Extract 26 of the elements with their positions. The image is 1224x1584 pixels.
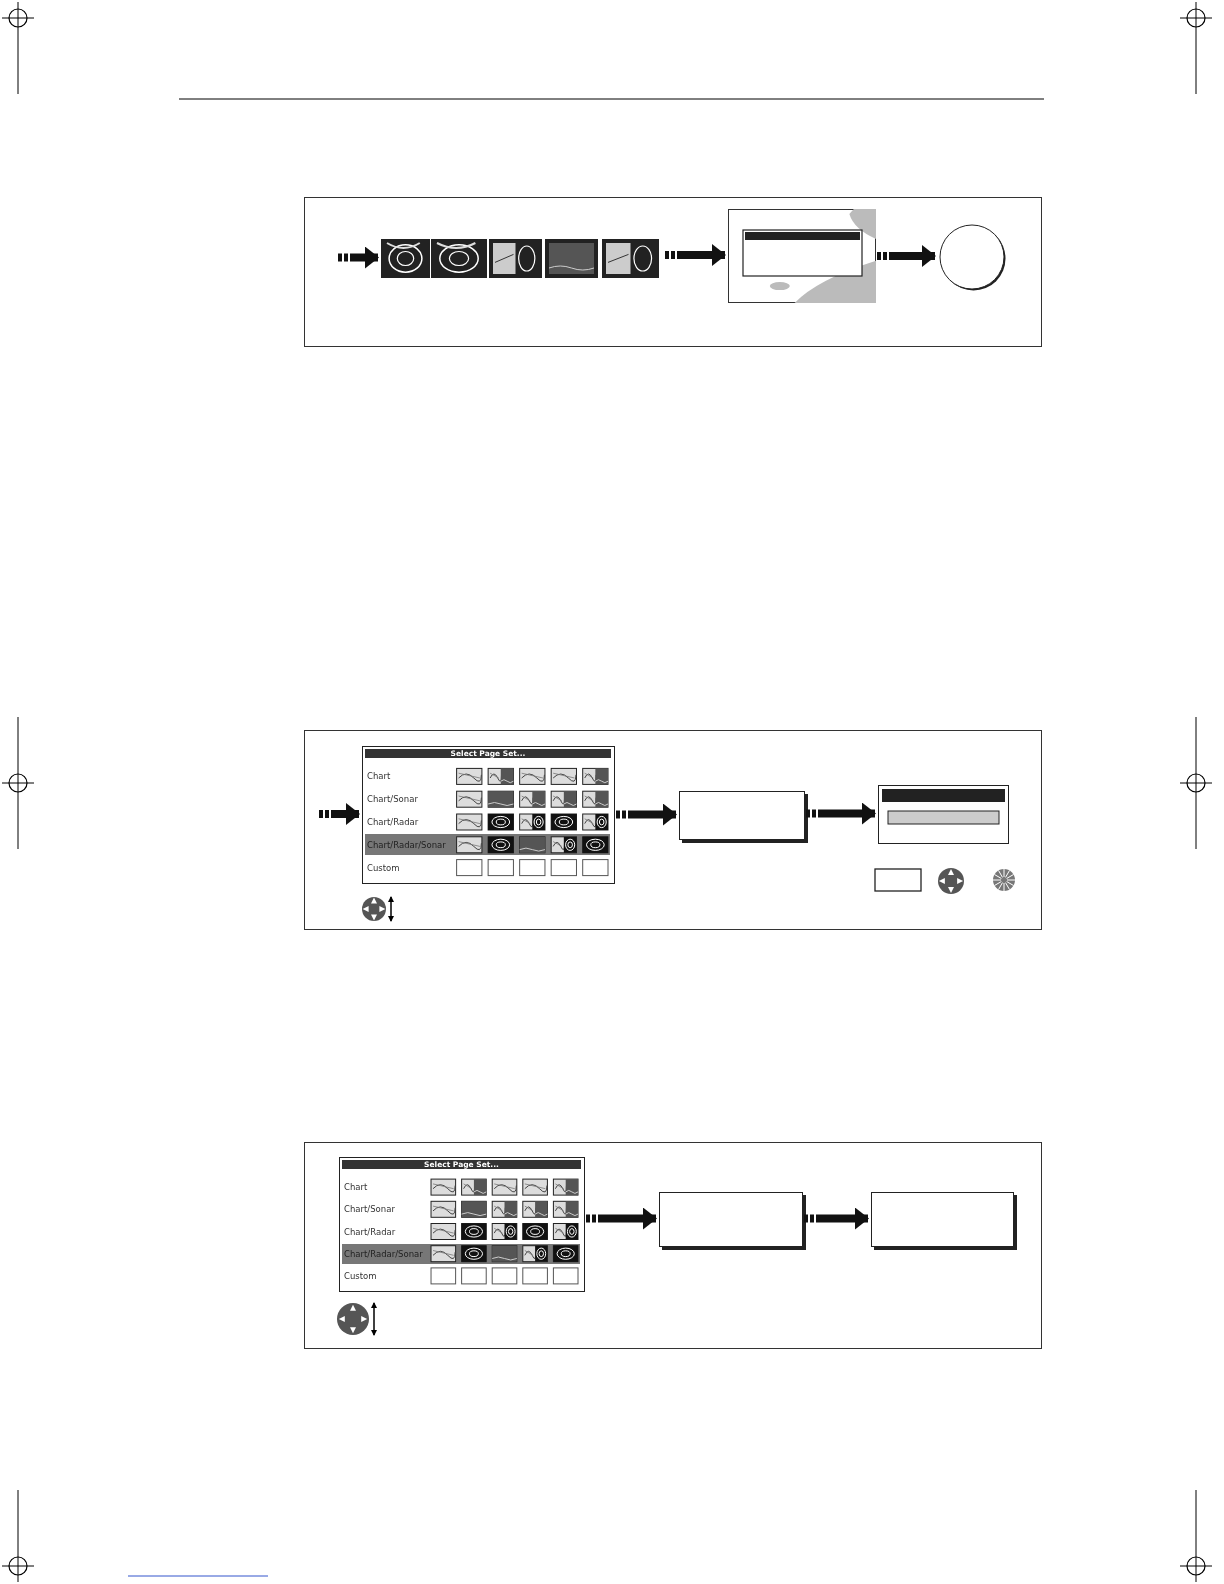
- page-set-menu: [339, 1157, 585, 1292]
- shadowed-box: [679, 791, 805, 840]
- chart-screen-drawing: [728, 209, 876, 303]
- menu-item-label: Custom: [344, 1270, 377, 1281]
- shadowed-box: [871, 1192, 1014, 1247]
- dialog-box: [878, 785, 1009, 844]
- menu-item-label: Chart: [344, 1182, 368, 1193]
- menu-item-label: Chart: [367, 771, 391, 782]
- arrow: [804, 1207, 869, 1230]
- arrow: [586, 1207, 657, 1230]
- menu-item-label: Custom: [367, 862, 400, 873]
- page-set-menu: [362, 746, 615, 884]
- arrow: [616, 803, 677, 826]
- menu-item-label: Chart/Sonar: [367, 794, 418, 805]
- menu-item-label: Chart/Radar/Sonar: [367, 839, 446, 850]
- panel-frame: [304, 1142, 1042, 1349]
- menu-item-label: Chart/Radar: [367, 817, 419, 827]
- arrow: [806, 802, 876, 825]
- menu-item-label: Chart/Radar: [344, 1226, 396, 1237]
- panel-frame: [304, 730, 1042, 930]
- arrow: [877, 245, 936, 267]
- panel-frame: [304, 197, 1042, 347]
- menu-item-label: Chart/Sonar: [344, 1204, 395, 1215]
- menu-item-label: Chart/Radar/Sonar: [344, 1248, 423, 1259]
- round-knob: [938, 223, 1006, 291]
- shadowed-box: [659, 1192, 803, 1247]
